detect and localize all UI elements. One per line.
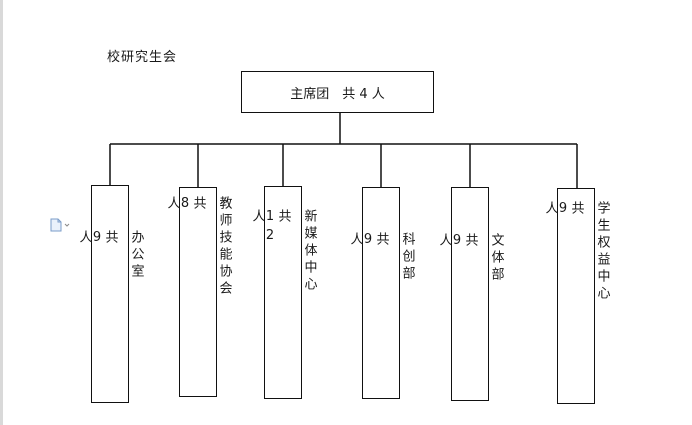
dept-label: 办公室 共 9 人 <box>76 230 144 281</box>
dept-node-teacher-skills: 教师技能协会 共 8 人 <box>165 187 232 397</box>
root-node-presidium: 主席团 共 4 人 <box>241 71 434 113</box>
dept-label: 科创部 共 9 人 <box>347 232 415 283</box>
page-edge <box>0 0 3 425</box>
dept-node-student-rights: 学生权益中心 共 9 人 <box>543 188 610 404</box>
dept-node-culture-sports: 文体部 共 9 人 <box>437 187 504 401</box>
dept-label: 文体部 共 9 人 <box>436 233 504 284</box>
dept-node-new-media: 新媒体中心 共 12 人 <box>250 186 317 399</box>
dept-node-science-innovation: 科创部 共 9 人 <box>348 187 415 399</box>
dept-label: 新媒体中心 共 12 人 <box>249 209 317 294</box>
dept-label: 学生权益中心 共 9 人 <box>542 201 610 303</box>
dept-node-office: 办公室 共 9 人 <box>77 185 144 403</box>
diagram-title: 校研究生会 <box>107 50 178 65</box>
document-icon[interactable] <box>49 218 71 232</box>
dept-label: 教师技能协会 共 8 人 <box>164 196 232 298</box>
